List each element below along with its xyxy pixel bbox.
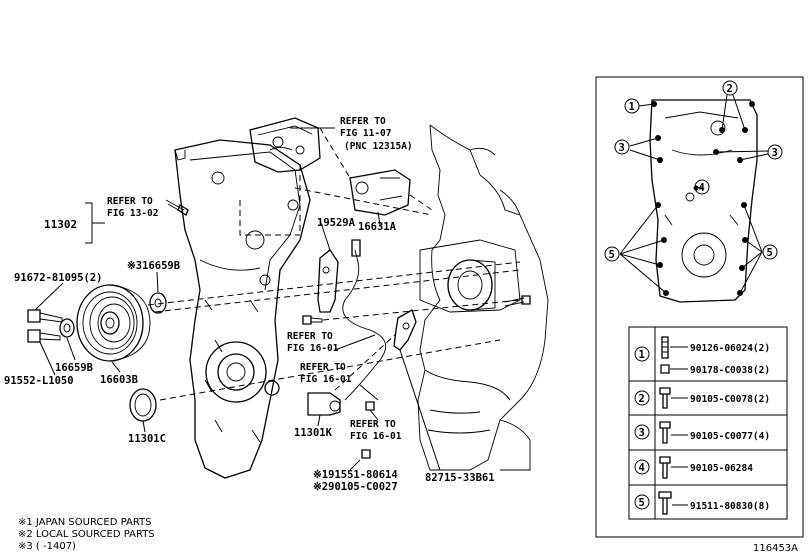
timing-cover	[174, 139, 311, 479]
legend-row-5-num: 5	[639, 497, 645, 509]
inset-callout-5-right: 5	[762, 244, 778, 260]
legend-row-1: 1 90126-06024(2) 90178-C0038(2)	[634, 336, 770, 376]
alignment-lines	[147, 127, 521, 401]
svg-text:3: 3	[619, 142, 625, 154]
crank-sprocket	[447, 259, 496, 311]
refer-fig11-line1: REFER TO	[340, 116, 386, 127]
footnotes: ※1 JAPAN SOURCED PARTS ※2 LOCAL SOURCED …	[18, 517, 155, 552]
svg-text:2: 2	[727, 83, 733, 95]
main-labels: REFER TO FIG 11-07 (PNC 12315A) REFER TO…	[4, 116, 495, 493]
legend-row-1-part-b: 90178-C0038(2)	[690, 365, 770, 376]
idler-bracket-16631a	[349, 169, 411, 216]
label-x3-16659b: ※316659B	[127, 260, 180, 272]
stud-bolt-icon	[661, 336, 669, 359]
legend-row-3: 3 90105-C0077(4)	[634, 421, 770, 444]
label-90105-c0027: ※290105-C0027	[313, 481, 398, 493]
svg-text:4: 4	[699, 182, 705, 194]
bracket-19529a	[317, 249, 339, 313]
refer-fig16a-line1: REFER TO	[287, 331, 333, 342]
refer-fig13-line2: FIG 13-02	[107, 208, 158, 219]
bolt-legend-table: 1 90126-06024(2) 90178-C0038(2) 2 90105-…	[628, 326, 788, 520]
svg-text:1: 1	[629, 101, 635, 113]
legend-row-4-part: 90105-06284	[690, 463, 753, 474]
small-bolt-mid	[365, 401, 375, 411]
label-11302: 11302	[44, 218, 77, 231]
bolt-icon	[659, 387, 671, 409]
sensor-11301k	[307, 392, 341, 416]
inset-callout-5-left: 5	[604, 246, 620, 262]
legend-row-5: 5 91511-80830(8)	[634, 491, 770, 515]
svg-text:3: 3	[772, 147, 778, 159]
label-16631a: 16631A	[358, 221, 397, 233]
legend-row-3-num: 3	[639, 427, 645, 439]
legend-row-5-part: 91511-80830(8)	[690, 501, 770, 512]
label-91552: 91552-L1050	[4, 375, 74, 387]
label-91672: 91672-81095(2)	[14, 272, 103, 284]
small-bolt-low	[361, 449, 371, 459]
footnote-1: ※1 JAPAN SOURCED PARTS	[18, 517, 152, 528]
bracket-82715	[393, 309, 417, 351]
washer-16659b	[59, 318, 75, 338]
nut-icon	[660, 364, 670, 374]
refer-fig16a-line2: FIG 16-01	[287, 343, 339, 354]
small-bolt-engine	[504, 295, 531, 307]
oil-seal-11301c	[129, 388, 157, 422]
legend-row-2: 2 90105-C0078(2)	[634, 387, 770, 409]
label-11301k: 11301K	[294, 427, 333, 439]
legend-row-1-part-a: 90126-06024(2)	[690, 343, 770, 354]
bolt-91672	[27, 309, 63, 323]
bolt-91552	[27, 329, 61, 343]
legend-row-2-part: 90105-C0078(2)	[690, 394, 770, 405]
idler-pulley-16603b	[76, 284, 151, 362]
legend-row-1-num: 1	[639, 349, 645, 361]
bolt-icon	[659, 456, 671, 479]
footnote-3: ※3 ( -1407)	[18, 541, 76, 552]
refer-fig11-line2: FIG 11-07	[340, 128, 391, 139]
refer-fig16c-line1: REFER TO	[350, 419, 396, 430]
refer-fig16b-line2: FIG 16-01	[300, 374, 352, 385]
svg-text:5: 5	[767, 247, 773, 259]
svg-text:5: 5	[609, 249, 615, 261]
label-91551: ※191551-80614	[313, 469, 398, 481]
legend-row-2-num: 2	[639, 393, 645, 405]
legend-row-4: 4 90105-06284	[634, 456, 753, 479]
inset-callout-2: 2	[722, 80, 738, 96]
label-19529a: 19529A	[317, 217, 356, 229]
diagram-id: 116453A	[753, 543, 798, 554]
footnote-2: ※2 LOCAL SOURCED PARTS	[18, 529, 155, 540]
inset-bolt-dots	[651, 101, 755, 296]
inset-cover-drawing	[649, 99, 758, 303]
label-11301c: 11301C	[128, 433, 166, 445]
refer-fig16c-line2: FIG 16-01	[350, 431, 402, 442]
label-16659b: 16659B	[55, 362, 93, 374]
inset-callout-4: 4	[694, 179, 710, 195]
engine-mount-bracket	[249, 117, 321, 173]
sensor-wire	[342, 239, 387, 401]
bolt-icon	[659, 421, 671, 444]
leader-lines	[34, 127, 441, 471]
label-16603b: 16603B	[100, 374, 138, 386]
legend-row-4-num: 4	[639, 462, 645, 474]
inset-callout-1: 1	[624, 98, 640, 114]
refer-fig13-line1: REFER TO	[107, 196, 153, 207]
refer-fig11-line3: (PNC 12315A)	[344, 141, 413, 152]
refer-fig16b-line1: REFER TO	[300, 362, 346, 373]
inset-callout-3-right: 3	[767, 144, 783, 160]
small-bolt-left	[302, 315, 323, 325]
label-82715: 82715-33B61	[425, 472, 495, 484]
stud-bolt-top	[165, 199, 189, 216]
legend-row-3-part: 90105-C0077(4)	[690, 431, 770, 442]
engine-block-outline	[417, 124, 549, 471]
inset-leaders	[619, 94, 769, 294]
inset-callout-3-left: 3	[614, 139, 630, 155]
flange-bolt-icon	[658, 491, 672, 515]
inset-panel	[595, 76, 804, 538]
